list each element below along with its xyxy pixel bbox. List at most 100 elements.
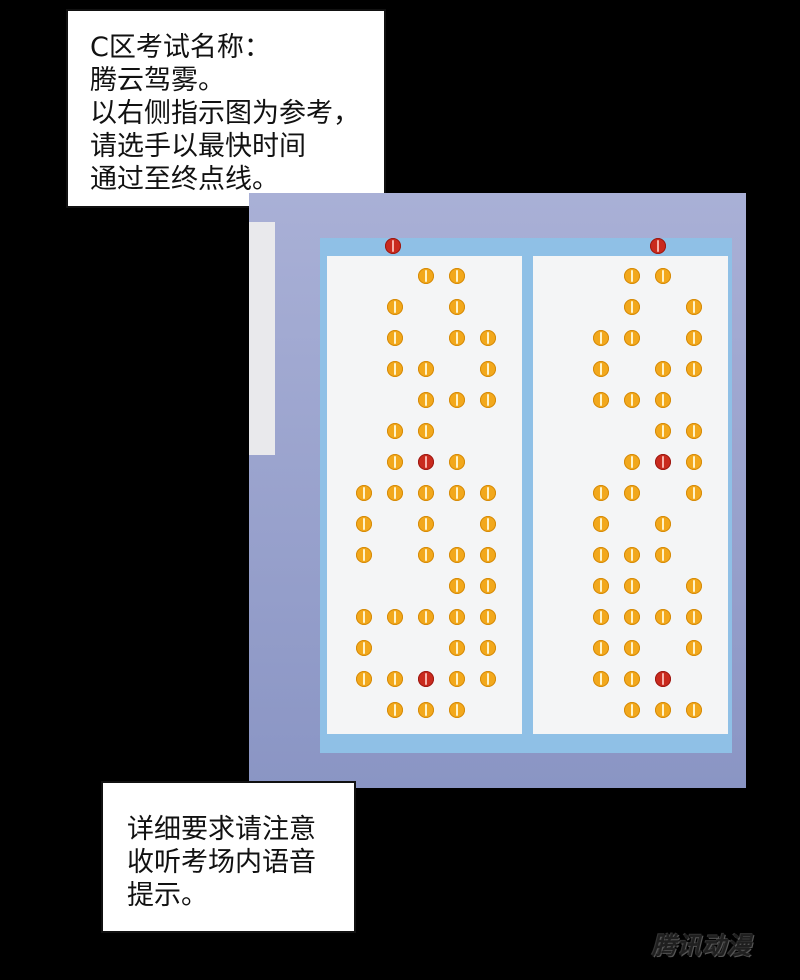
stepping-stone	[686, 485, 702, 501]
stepping-stone	[624, 268, 640, 284]
watermark-logo: 腾讯动漫	[652, 932, 752, 960]
board-side-tab	[249, 222, 275, 455]
stepping-stone	[480, 516, 496, 532]
stepping-stone	[593, 578, 609, 594]
stepping-stone	[418, 609, 434, 625]
course-diagram	[249, 193, 746, 788]
stepping-stone	[655, 392, 671, 408]
stepping-stone	[449, 268, 465, 284]
stepping-stone	[624, 485, 640, 501]
stepping-stone	[418, 392, 434, 408]
stepping-stone	[449, 609, 465, 625]
marker-stone	[655, 454, 671, 470]
stepping-stone	[480, 547, 496, 563]
stepping-stone	[449, 702, 465, 718]
stepping-stone	[418, 361, 434, 377]
stepping-stone	[480, 671, 496, 687]
stepping-stone	[686, 423, 702, 439]
stepping-stone	[356, 640, 372, 656]
stepping-stone	[624, 330, 640, 346]
board-field	[320, 238, 732, 753]
stepping-stone	[449, 578, 465, 594]
stepping-stone	[624, 609, 640, 625]
stepping-stone	[449, 640, 465, 656]
stepping-stone	[624, 640, 640, 656]
stepping-stone	[655, 361, 671, 377]
stepping-stone	[449, 330, 465, 346]
stepping-stone	[418, 485, 434, 501]
stepping-stone	[418, 702, 434, 718]
stepping-stone	[418, 547, 434, 563]
stepping-stone	[356, 671, 372, 687]
stepping-stone	[593, 330, 609, 346]
stepping-stone	[593, 609, 609, 625]
stepping-stone	[387, 330, 403, 346]
stepping-stone	[593, 516, 609, 532]
stepping-stone	[480, 640, 496, 656]
stepping-stone	[593, 485, 609, 501]
stepping-stone	[686, 454, 702, 470]
stepping-stone	[449, 485, 465, 501]
stepping-stone	[593, 547, 609, 563]
stepping-stone	[624, 392, 640, 408]
stepping-stone	[686, 361, 702, 377]
marker-stone	[655, 671, 671, 687]
stepping-stone	[449, 299, 465, 315]
stepping-stone	[655, 516, 671, 532]
stepping-stone	[449, 547, 465, 563]
stepping-stone	[593, 361, 609, 377]
stepping-stone	[655, 702, 671, 718]
stepping-stone	[449, 454, 465, 470]
stepping-stone	[449, 671, 465, 687]
stepping-stone	[686, 578, 702, 594]
panel-left	[327, 256, 522, 734]
marker-stone	[418, 454, 434, 470]
stepping-stone	[480, 330, 496, 346]
stepping-stone	[655, 268, 671, 284]
stepping-stone	[624, 578, 640, 594]
stepping-stone	[686, 299, 702, 315]
stepping-stone	[480, 392, 496, 408]
stepping-stone	[480, 609, 496, 625]
stepping-stone	[356, 516, 372, 532]
start-marker-right	[650, 238, 666, 254]
stepping-stone	[418, 268, 434, 284]
stepping-stone	[418, 516, 434, 532]
stepping-stone	[686, 330, 702, 346]
stepping-stone	[686, 609, 702, 625]
caption-exam-title: C区考试名称： 腾云驾雾。 以右侧指示图为参考， 请选手以最快时间 通过至终点线…	[66, 9, 386, 208]
stepping-stone	[449, 392, 465, 408]
stepping-stone	[480, 578, 496, 594]
stepping-stone	[387, 609, 403, 625]
stepping-stone	[387, 299, 403, 315]
marker-stone	[418, 671, 434, 687]
stepping-stone	[655, 423, 671, 439]
stepping-stone	[480, 485, 496, 501]
stepping-stone	[356, 485, 372, 501]
stepping-stone	[593, 392, 609, 408]
stepping-stone	[624, 671, 640, 687]
stepping-stone	[686, 702, 702, 718]
stepping-stone	[593, 640, 609, 656]
stepping-stone	[356, 609, 372, 625]
stepping-stone	[624, 702, 640, 718]
stepping-stone	[624, 454, 640, 470]
panel-right	[533, 256, 728, 734]
stepping-stone	[387, 702, 403, 718]
stepping-stone	[387, 361, 403, 377]
stepping-stone	[387, 423, 403, 439]
stepping-stone	[387, 671, 403, 687]
stepping-stone	[686, 640, 702, 656]
start-marker-left	[385, 238, 401, 254]
stepping-stone	[480, 361, 496, 377]
stepping-stone	[418, 423, 434, 439]
stepping-stone	[624, 299, 640, 315]
stepping-stone	[593, 671, 609, 687]
stepping-stone	[387, 485, 403, 501]
caption-instructions: 详细要求请注意 收听考场内语音 提示。	[101, 781, 356, 933]
stepping-stone	[655, 609, 671, 625]
stepping-stone	[655, 547, 671, 563]
stepping-stone	[387, 454, 403, 470]
stepping-stone	[356, 547, 372, 563]
stepping-stone	[624, 547, 640, 563]
